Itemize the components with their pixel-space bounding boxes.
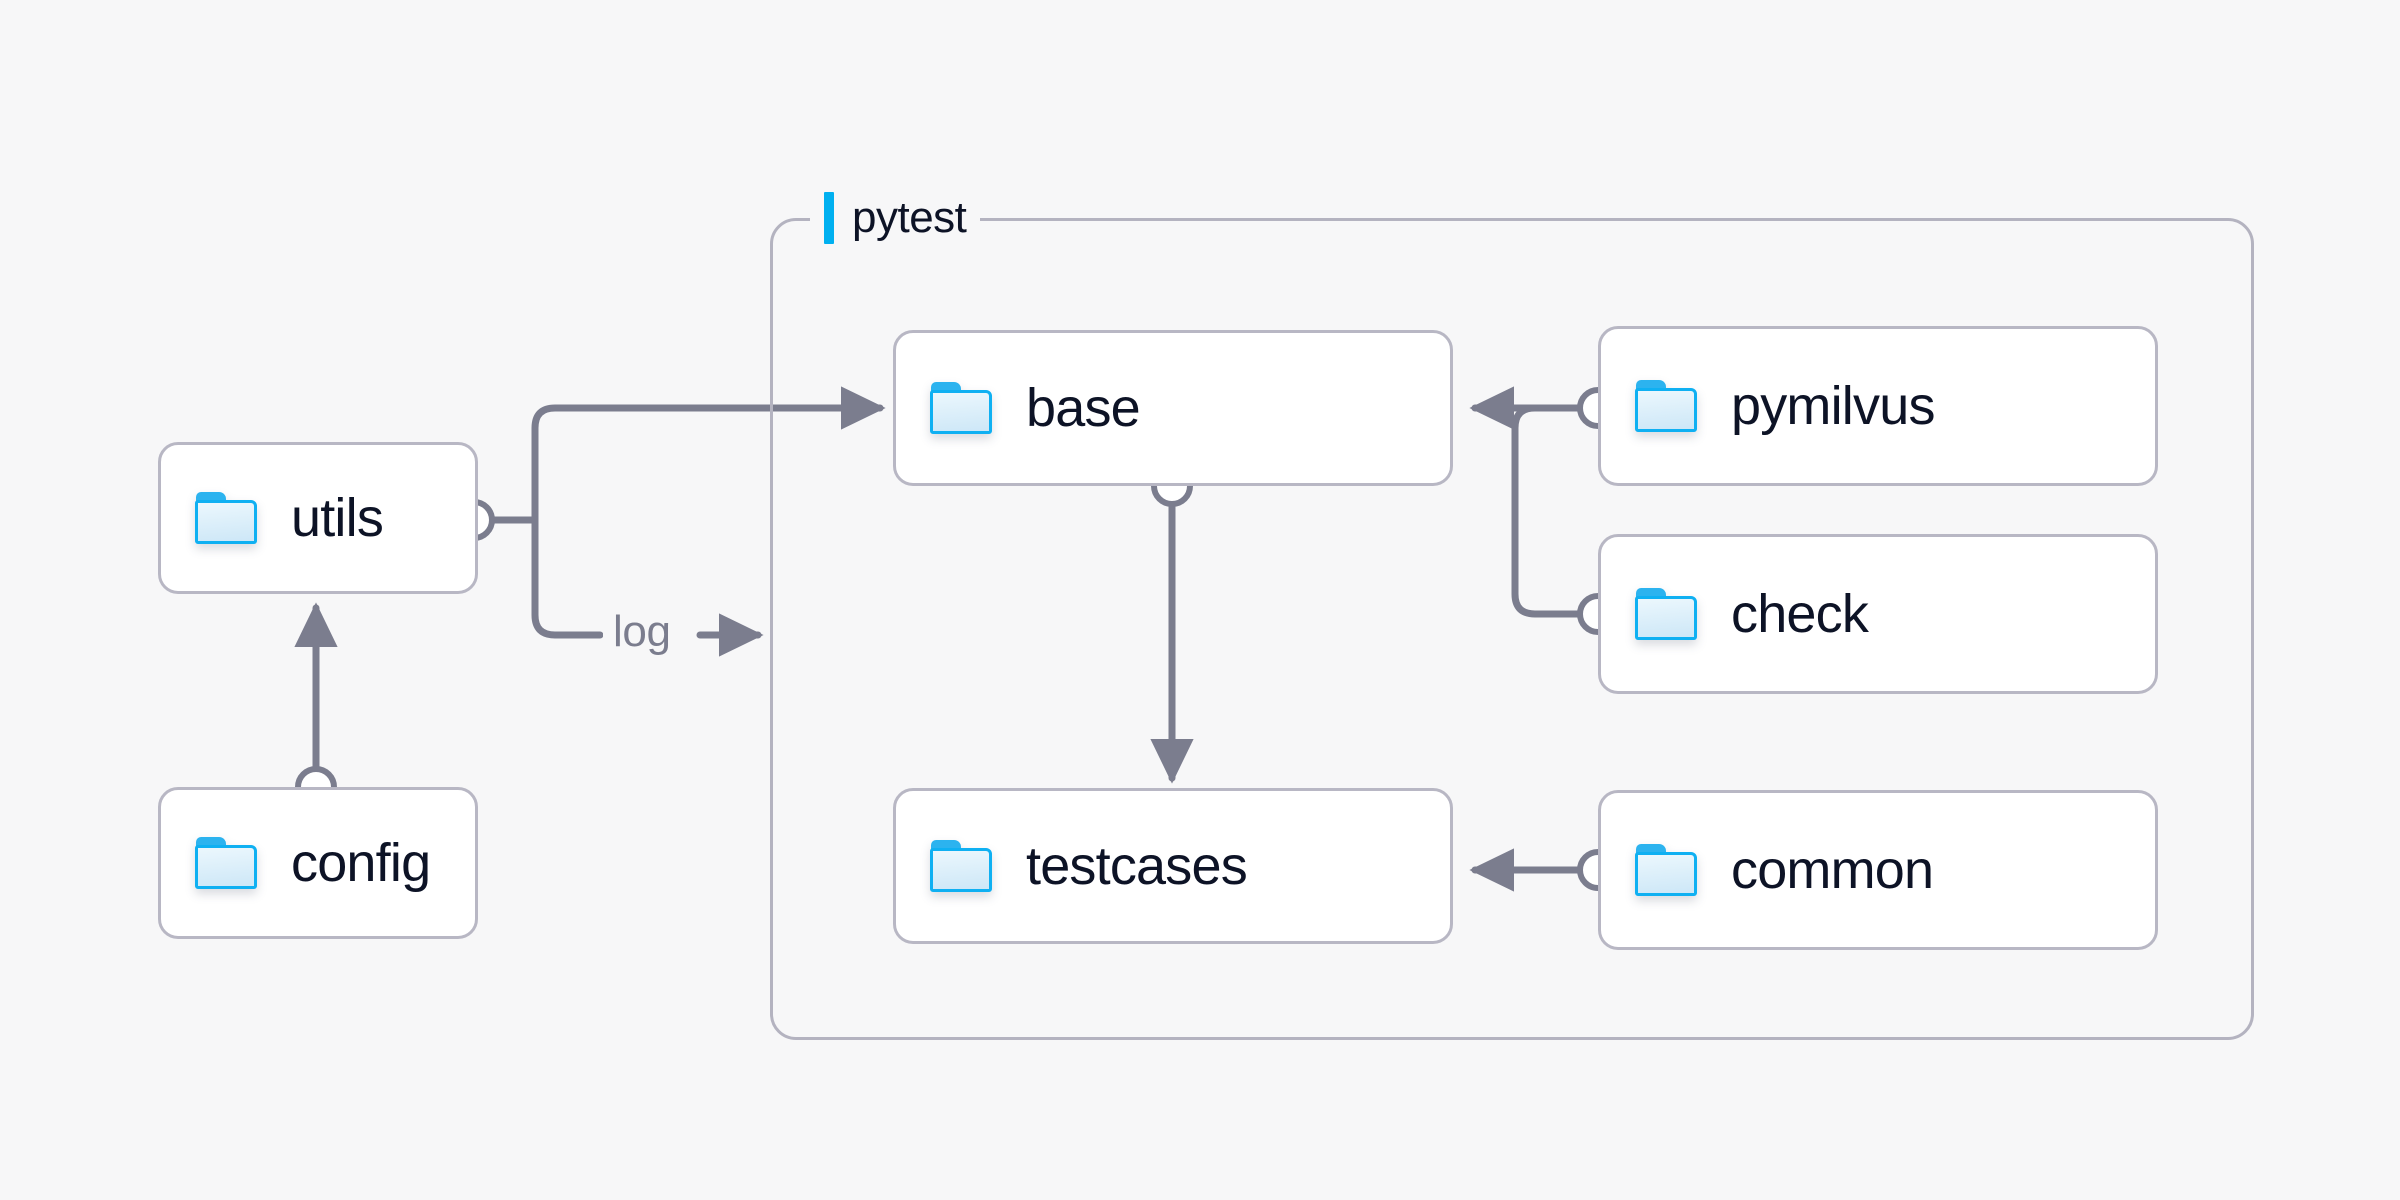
node-base-label: base xyxy=(1026,378,1141,438)
folder-icon xyxy=(930,840,992,892)
node-check[interactable]: check xyxy=(1598,534,2158,694)
node-common[interactable]: common xyxy=(1598,790,2158,950)
folder-icon xyxy=(195,837,257,889)
folder-icon xyxy=(1635,588,1697,640)
node-testcases[interactable]: testcases xyxy=(893,788,1453,944)
folder-icon xyxy=(195,492,257,544)
node-pymilvus-label: pymilvus xyxy=(1731,376,1935,436)
group-pytest xyxy=(770,218,2254,1040)
node-common-label: common xyxy=(1731,840,1934,900)
folder-icon xyxy=(1635,380,1697,432)
edge-label-log: log xyxy=(603,610,681,654)
node-utils[interactable]: utils xyxy=(158,442,478,594)
folder-icon xyxy=(1635,844,1697,896)
node-pymilvus[interactable]: pymilvus xyxy=(1598,326,2158,486)
group-pytest-label: pytest xyxy=(810,188,981,248)
node-config-label: config xyxy=(291,833,431,893)
node-utils-label: utils xyxy=(291,488,384,548)
node-check-label: check xyxy=(1731,584,1869,644)
accent-bar-icon xyxy=(824,192,834,244)
node-testcases-label: testcases xyxy=(1026,836,1248,896)
node-config[interactable]: config xyxy=(158,787,478,939)
folder-icon xyxy=(930,382,992,434)
edge-utils-to-log xyxy=(531,516,604,639)
group-pytest-title: pytest xyxy=(852,193,967,242)
node-base[interactable]: base xyxy=(893,330,1453,486)
